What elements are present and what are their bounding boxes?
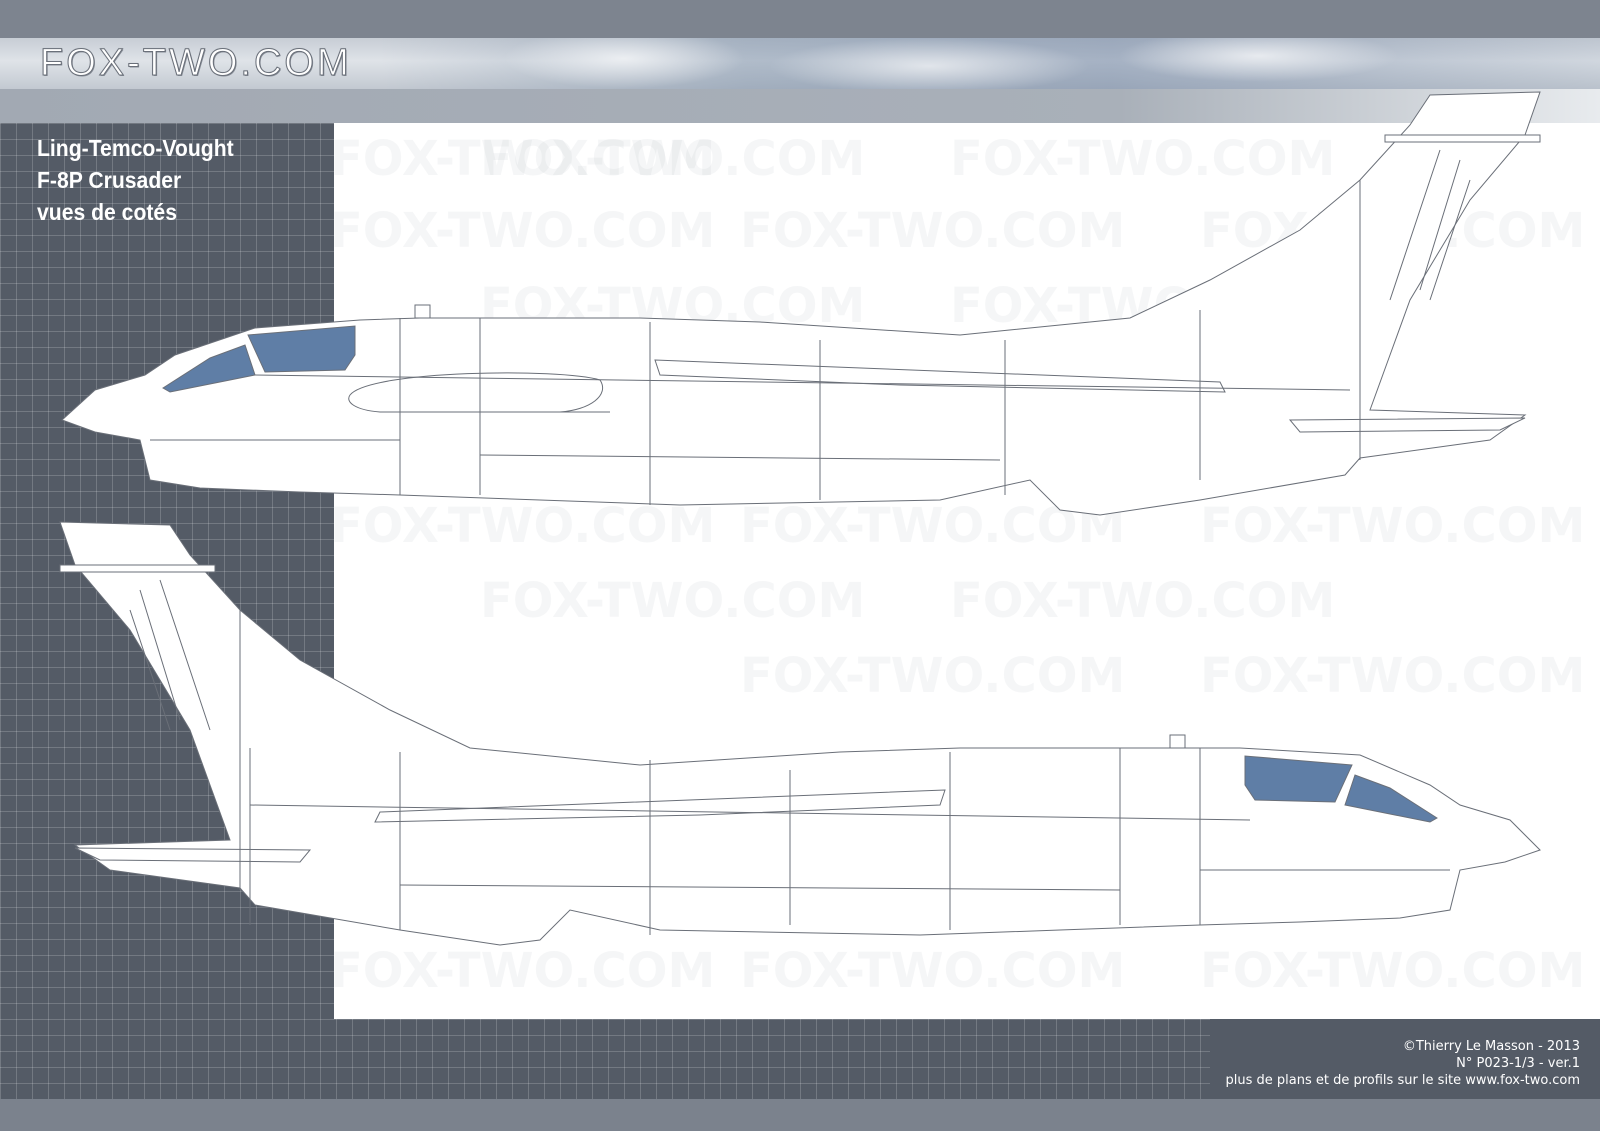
- footer-credits-panel: [1210, 1019, 1600, 1099]
- bottom-strip: [0, 1099, 1600, 1131]
- credits-block: ©Thierry Le Masson - 2013 N° P023-1/3 - …: [1226, 1038, 1581, 1089]
- aircraft-profile-right-icon: [59, 521, 1541, 946]
- website-note[interactable]: plus de plans et de profils sur le site …: [1225, 1073, 1581, 1088]
- footer-grid: [0, 1019, 1210, 1099]
- copyright-text: ©Thierry Le Masson - 2013: [1402, 1039, 1580, 1054]
- sub-header-strip: [0, 89, 1600, 123]
- top-strip: [0, 0, 1600, 38]
- sky-banner-image: [380, 38, 1600, 89]
- title-manufacturer: Ling-Temco-Vought: [37, 135, 234, 161]
- title-model: F-8P Crusader: [37, 167, 182, 193]
- title-view: vues de cotés: [37, 199, 177, 225]
- aircraft-profile-left-icon: [61, 91, 1541, 516]
- page-title: Ling-Temco-Vought F-8P Crusader vues de …: [37, 132, 234, 228]
- site-logo[interactable]: FOX-TWO.COM: [40, 42, 352, 85]
- reference-number: N° P023-1/3 - ver.1: [1456, 1056, 1580, 1071]
